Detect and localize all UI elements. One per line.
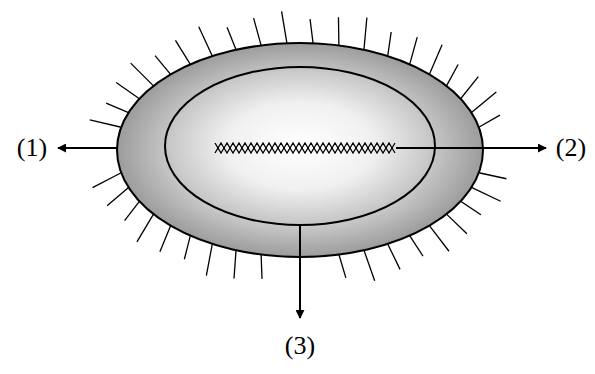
pilus-hair (479, 115, 500, 127)
pilus-hair (260, 255, 262, 279)
pilus-hair (410, 236, 423, 256)
pilus-hair (471, 187, 500, 201)
pilus-hair (199, 27, 213, 56)
pilus-hair (446, 214, 466, 234)
pilus-hair (131, 63, 154, 86)
pilus-hair (116, 83, 139, 99)
pointer-arrow (299, 225, 301, 318)
callout-wrap: (3) (285, 332, 315, 361)
pilus-hair (479, 173, 507, 179)
cell-membrane (165, 67, 435, 225)
callout-number: (3) (285, 331, 315, 360)
pilus-hair (234, 250, 236, 278)
pointer-arrow (58, 147, 118, 149)
pilus-hair (338, 17, 340, 45)
pilus-hair (282, 11, 287, 43)
dna-strand (215, 143, 395, 153)
pilus-hair (429, 45, 442, 75)
pilus-hair (388, 244, 400, 269)
callout-wrap: (2) (556, 134, 586, 163)
callout-number: (1) (17, 133, 47, 162)
pilus-hair (461, 77, 479, 99)
pilus-hair (93, 173, 122, 188)
pilus-hair (461, 201, 481, 214)
pilus-hair (339, 255, 346, 278)
cell-wall (117, 43, 483, 257)
pilus-hair (206, 244, 212, 276)
pilus-hair (106, 103, 128, 113)
pilus-hair (175, 40, 190, 64)
pilus-hair (410, 37, 418, 64)
dna-helix (215, 143, 395, 153)
pilus-hair (155, 56, 171, 75)
pilus-hair (184, 236, 190, 260)
pilus-hair (254, 18, 262, 45)
pilus-hair (137, 214, 154, 242)
pointer-arrow (396, 147, 546, 149)
pilus-hair (160, 226, 171, 252)
pilus-hair (429, 226, 449, 252)
pilus-hair (227, 27, 236, 50)
pilus-hair (310, 19, 313, 43)
callout-wrap: (1) (17, 134, 47, 163)
pili-hairs (90, 11, 507, 280)
pilus-hair (446, 65, 458, 86)
pilus-hair (471, 92, 496, 113)
pilus-hair (107, 187, 128, 205)
pilus-hair (90, 120, 121, 127)
pilus-hair (388, 32, 391, 56)
pilus-hair (364, 250, 375, 280)
callout-number: (2) (556, 133, 586, 162)
dna-strand (215, 143, 395, 153)
pilus-hair (125, 201, 140, 220)
pilus-hair (364, 18, 367, 50)
